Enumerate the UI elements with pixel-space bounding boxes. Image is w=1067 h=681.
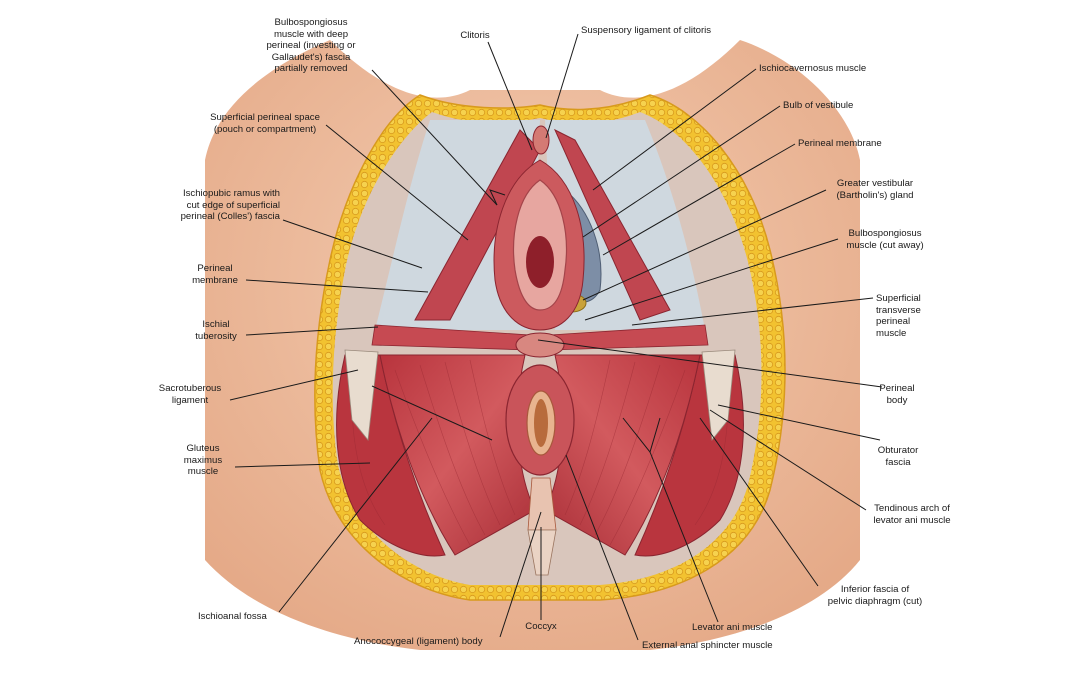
label-bulbospongiosus-partial: Bulbospongiosus muscle with deep perinea…	[266, 17, 356, 74]
leader-levator-ani	[649, 451, 719, 623]
leader-ischiocavernosus	[592, 68, 757, 191]
leader-ischioanal-fossa-b	[371, 385, 493, 441]
leader-gluteus	[234, 462, 371, 468]
label-levator-ani: Levator ani muscle	[692, 622, 773, 633]
label-ischiopubic-ramus: Ischiopubic ramus with cut edge of super…	[180, 188, 280, 222]
leader-tendinous-arch	[709, 409, 867, 511]
label-bulbospongiosus-cut: Bulbospongiosus muscle (cut away)	[846, 228, 924, 251]
label-clitoris: Clitoris	[460, 30, 490, 41]
coccyx-shape	[527, 529, 557, 576]
leader-inferior-fascia	[699, 417, 819, 587]
leader-obturator	[717, 404, 881, 441]
label-perineal-body: Perineal body	[879, 383, 915, 406]
leader-ischiopubic	[282, 219, 423, 269]
clitoris-shape	[532, 125, 550, 155]
leader-anococcygeal	[499, 511, 542, 638]
anus-inner	[534, 399, 548, 447]
leader-superficial-transverse	[631, 297, 874, 326]
leader-bulbospongiosus-cut	[584, 238, 839, 321]
label-perineal-membrane-right: Perineal membrane	[798, 138, 882, 149]
leader-ischial-tuberosity	[245, 326, 379, 336]
perineal-body-shape	[515, 332, 565, 358]
vaginal-opening	[526, 236, 554, 288]
label-sacrotuberous-ligament: Sacrotuberous ligament	[158, 383, 222, 406]
label-superficial-perineal-space: Superficial perineal space (pouch or com…	[210, 112, 320, 135]
leader-bulbospongiosus-partial-b	[489, 189, 506, 206]
leader-bulbospongiosus-partial	[371, 69, 498, 206]
label-gluteus-maximus: Gluteus maximus muscle	[183, 443, 223, 477]
label-coccyx: Coccyx	[525, 621, 557, 632]
label-bulb-of-vestibule: Bulb of vestibule	[783, 100, 854, 111]
leader-levator-ani-b	[622, 417, 661, 454]
label-perineal-membrane-left: Perineal membrane	[192, 263, 238, 286]
label-superficial-transverse-perineal: Superficial transverse perineal muscle	[876, 293, 921, 339]
label-ischiocavernosus: Ischiocavernosus muscle	[759, 63, 867, 74]
label-inferior-fascia: Inferior fascia of pelvic diaphragm (cut…	[827, 584, 923, 607]
label-ischial-tuberosity: Ischial tuberosity	[195, 319, 237, 342]
leader-superficial-space	[325, 124, 469, 241]
sacrotuberous-ligament-left	[344, 349, 379, 442]
leader-bulb	[582, 105, 781, 238]
leader-clitoris	[487, 41, 533, 151]
leader-greater-vestibular	[582, 189, 827, 301]
label-suspensory-ligament: Suspensory ligament of clitoris	[581, 25, 712, 36]
leader-external-anal	[565, 454, 639, 641]
leader-perineal-membrane-right	[602, 143, 796, 256]
label-ischioanal-fossa: Ischioanal fossa	[198, 611, 267, 622]
label-tendinous-arch: Tendinous arch of levator ani muscle	[873, 503, 951, 526]
leader-lines	[229, 33, 883, 641]
leader-sacrotuberous	[229, 369, 359, 401]
leader-ischioanal-fossa	[278, 417, 433, 613]
leader-suspensory	[545, 33, 579, 139]
leader-perineal-membrane-left	[245, 279, 429, 293]
sacrotuberous-ligament-right	[701, 349, 736, 442]
ischiocavernosus-right	[553, 128, 671, 321]
label-obturator-fascia: Obturator fascia	[877, 445, 919, 468]
label-external-anal-sphincter: External anal sphincter muscle	[642, 640, 773, 651]
leader-perineal-body	[537, 339, 883, 388]
label-greater-vestibular-gland: Greater vestibular (Bartholin's) gland	[836, 178, 914, 201]
label-anococcygeal-body: Anococcygeal (ligament) body	[354, 636, 483, 647]
